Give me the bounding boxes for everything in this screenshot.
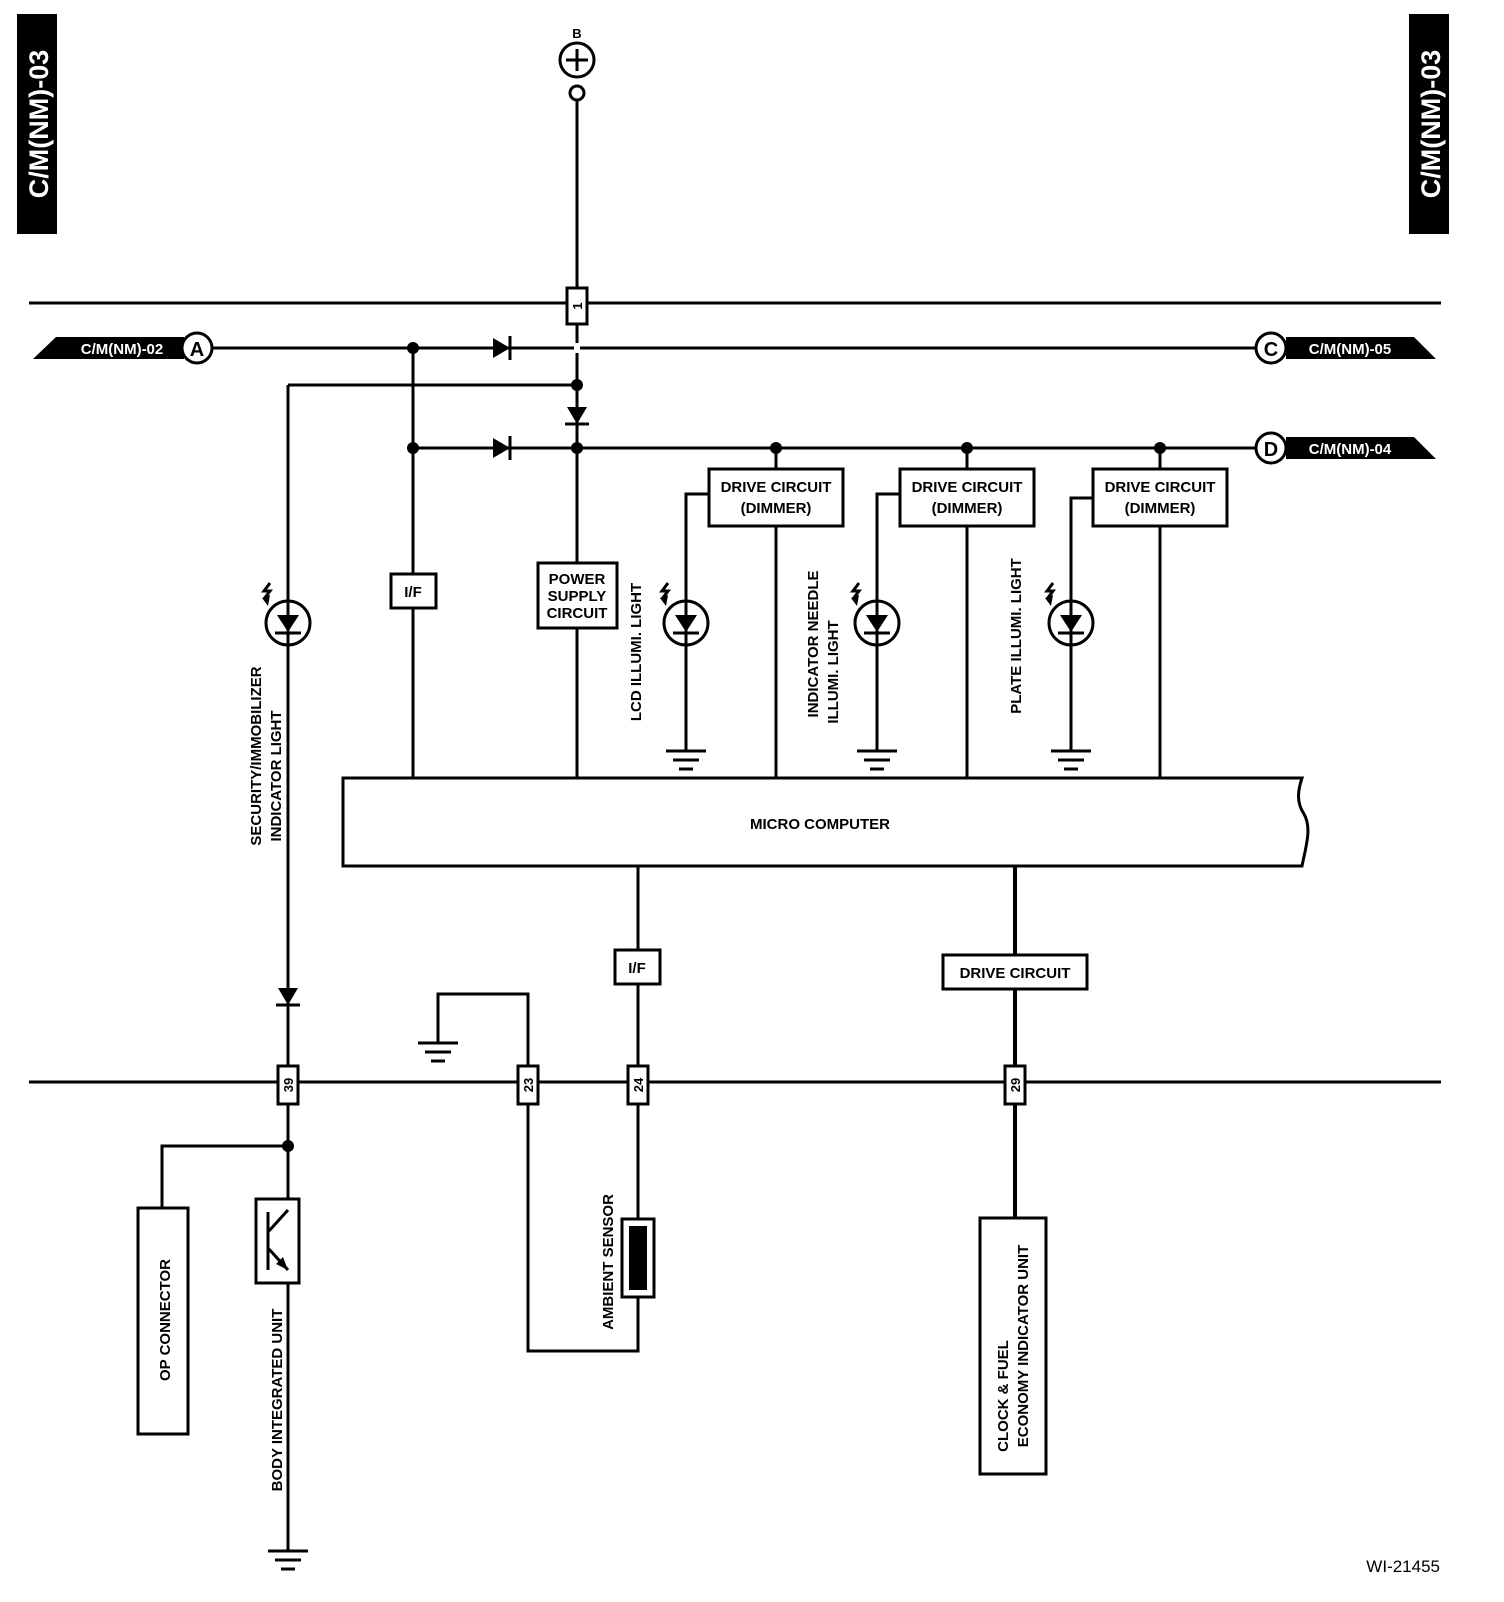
power-supply-line1: POWER (549, 571, 606, 588)
clock-unit-label-1: CLOCK & FUEL (995, 1340, 1012, 1452)
drive-dimmer-2-line2: (DIMMER) (932, 500, 1003, 517)
clock-unit-label-2: ECONOMY INDICATOR UNIT (1015, 1245, 1032, 1448)
page-code-left-text: C/M(NM)-03 (24, 50, 54, 199)
pin-29-label: 29 (1008, 1078, 1023, 1092)
ambient-sensor-label: AMBIENT SENSOR (600, 1194, 617, 1330)
power-supply-line3: CIRCUIT (547, 605, 608, 622)
drive-dimmer-3-line1: DRIVE CIRCUIT (1105, 479, 1216, 496)
diode-d (493, 436, 512, 460)
ground-body-unit (266, 1543, 310, 1571)
ground-needle (855, 743, 899, 771)
clock-fuel-economy-unit: CLOCK & FUEL ECONOMY INDICATOR UNIT (978, 1216, 1048, 1476)
lcd-illumi-led (659, 582, 710, 647)
op-connector-label: OP CONNECTOR (157, 1259, 174, 1381)
if-lower-label: I/F (628, 960, 646, 977)
pin-24: 24 (626, 1064, 650, 1106)
diode-a (493, 336, 512, 360)
ground-lcd (664, 743, 708, 771)
needle-illumi-label-2: ILLUMI. LIGHT (825, 620, 842, 723)
connector-a-ref: C/M(NM)-02 (81, 341, 164, 358)
ground-pin-23 (416, 1035, 460, 1063)
connector-a-tag: C/M(NM)-02 A (33, 331, 214, 365)
drive-dimmer-2-line1: DRIVE CIRCUIT (912, 479, 1023, 496)
security-label-1: SECURITY/IMMOBILIZER (248, 666, 265, 845)
drive-circuit-dimmer-1: DRIVE CIRCUIT (DIMMER) (707, 467, 845, 528)
page-code-tab-right: C/M(NM)-03 (1409, 14, 1449, 234)
needle-illumi-label-1: INDICATOR NEEDLE (805, 571, 822, 718)
drive-circuit-dimmer-3: DRIVE CIRCUIT (DIMMER) (1091, 467, 1229, 528)
lcd-illumi-label: LCD ILLUMI. LIGHT (628, 583, 645, 721)
pin-39-label: 39 (281, 1078, 296, 1092)
connector-d-tag: D C/M(NM)-04 (1254, 431, 1436, 465)
drive-circuit-lower: DRIVE CIRCUIT (941, 953, 1089, 991)
pin-23: 23 (516, 1064, 540, 1106)
pin-39: 39 (276, 1064, 300, 1106)
security-label-2: INDICATOR LIGHT (268, 710, 285, 841)
ground-plate (1049, 743, 1093, 771)
figure-id: WI-21455 (1366, 1557, 1440, 1576)
security-indicator-led (261, 582, 312, 647)
pin-24-label: 24 (631, 1077, 646, 1092)
connector-a-letter: A (190, 339, 204, 361)
pin-29: 29 (1003, 1064, 1027, 1106)
if-block-upper: I/F (389, 572, 438, 610)
diode-security (276, 988, 300, 1007)
page-code-right-text: C/M(NM)-03 (1416, 50, 1446, 199)
plate-illumi-label: PLATE ILLUMI. LIGHT (1008, 558, 1025, 714)
pin-1: 1 (565, 286, 589, 326)
drive-circuit-dimmer-2: DRIVE CIRCUIT (DIMMER) (898, 467, 1036, 528)
connector-c-letter: C (1264, 339, 1278, 361)
if-upper-label: I/F (404, 584, 422, 601)
power-supply-circuit: POWER SUPPLY CIRCUIT (536, 561, 619, 630)
needle-illumi-led (850, 582, 901, 647)
pin-1-label: 1 (570, 302, 585, 309)
connector-c-ref: C/M(NM)-05 (1309, 341, 1392, 358)
if-block-lower: I/F (613, 948, 662, 986)
pin-23-label: 23 (521, 1078, 536, 1092)
plate-illumi-led (1044, 582, 1095, 647)
connector-d-ref: C/M(NM)-04 (1309, 441, 1392, 458)
body-unit-label: BODY INTEGRATED UNIT (269, 1309, 286, 1492)
drive-dimmer-3-line2: (DIMMER) (1125, 500, 1196, 517)
ambient-sensor (620, 1217, 656, 1299)
micro-computer-label: MICRO COMPUTER (750, 816, 890, 833)
power-supply-line2: SUPPLY (548, 588, 607, 605)
drive-circuit-lower-label: DRIVE CIRCUIT (960, 965, 1071, 982)
body-unit-transistor (254, 1197, 301, 1285)
connector-d-letter: D (1264, 439, 1278, 461)
page-code-tab-left: C/M(NM)-03 (17, 14, 57, 234)
battery-terminal: B (558, 26, 596, 102)
op-connector: OP CONNECTOR (136, 1206, 190, 1436)
drive-dimmer-1-line2: (DIMMER) (741, 500, 812, 517)
micro-computer: MICRO COMPUTER (341, 776, 1310, 868)
battery-label: B (572, 26, 581, 41)
connector-c-tag: C C/M(NM)-05 (1254, 331, 1436, 365)
drive-dimmer-1-line1: DRIVE CIRCUIT (721, 479, 832, 496)
